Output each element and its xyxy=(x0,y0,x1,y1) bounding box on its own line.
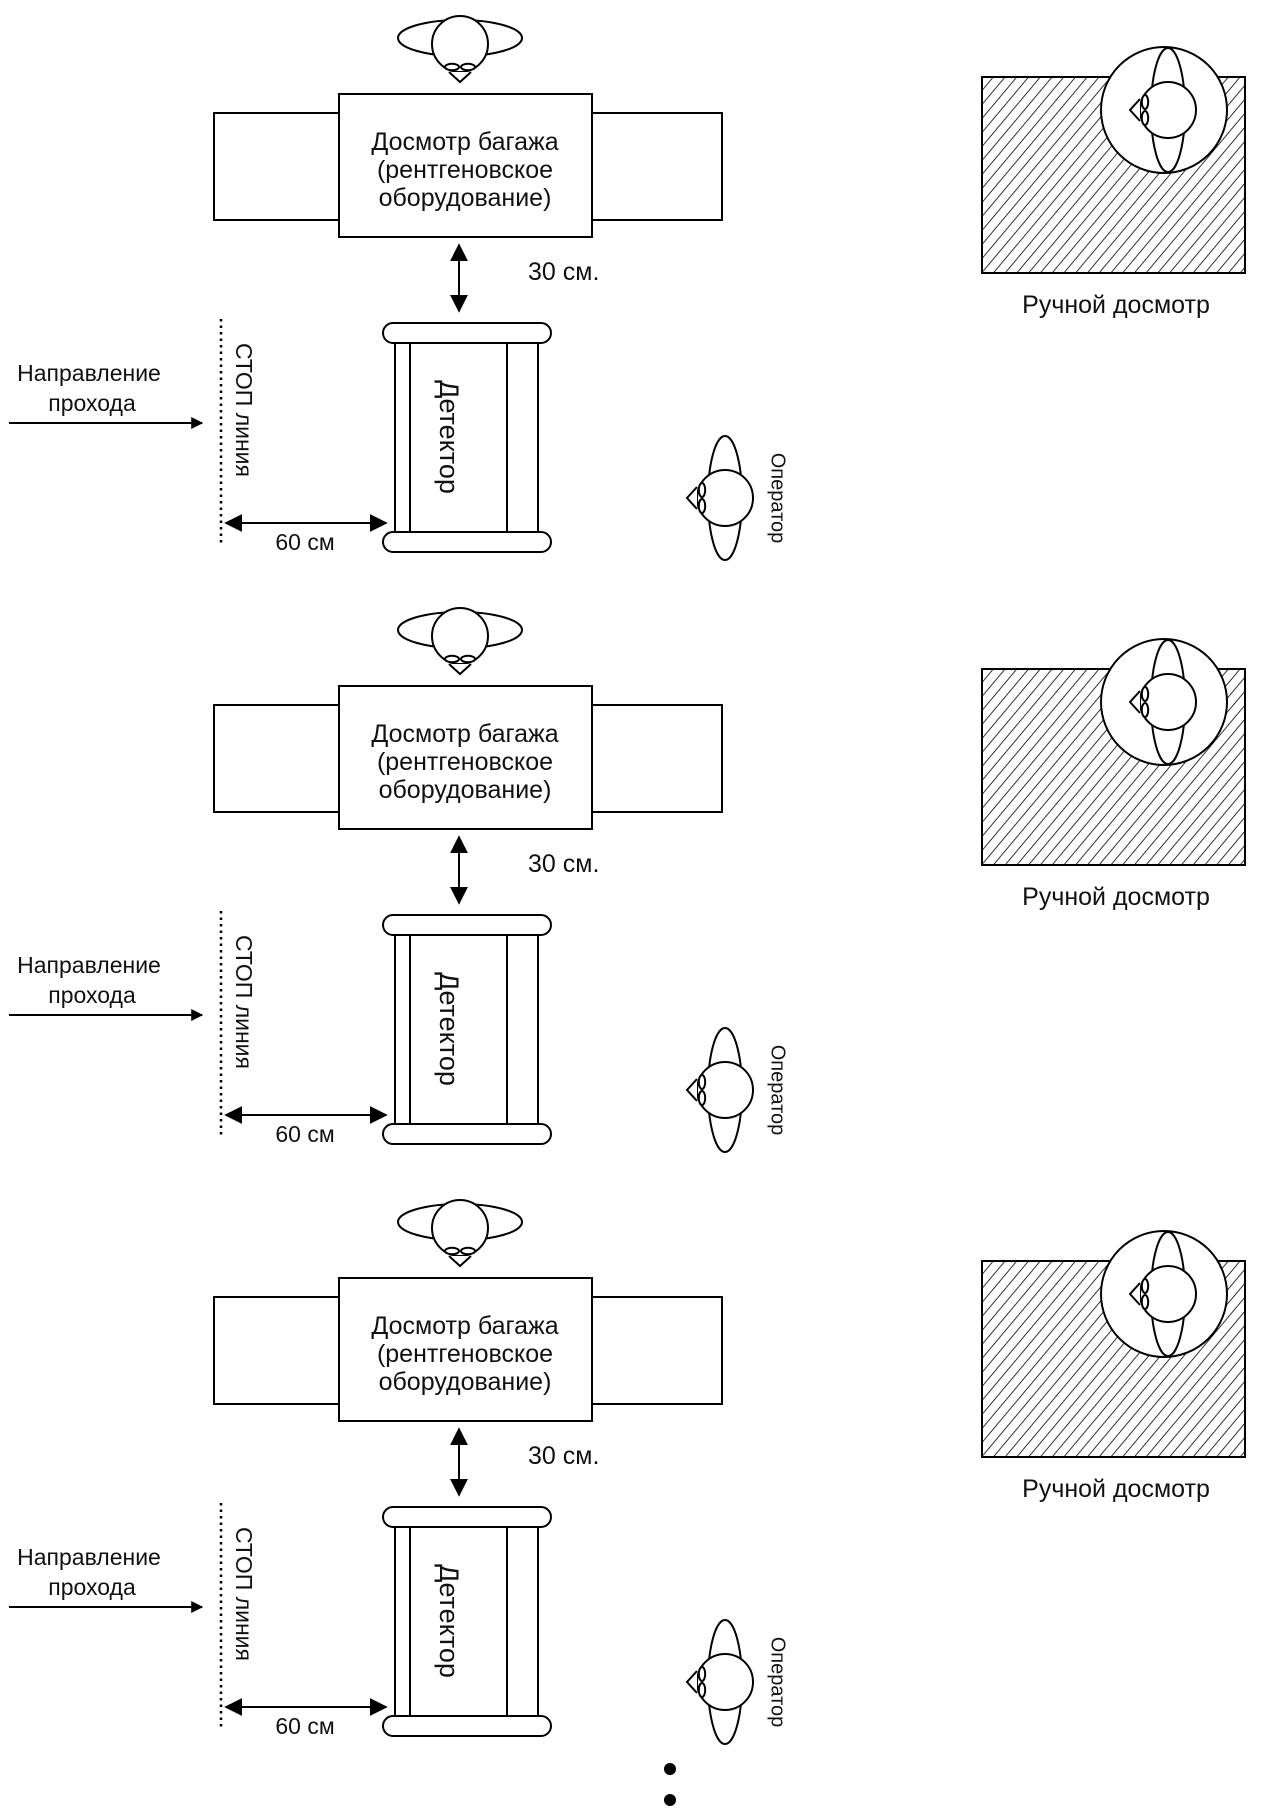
xray-box xyxy=(338,93,593,238)
distance-30-label: 30 см. xyxy=(528,258,599,286)
detector-pillar-right xyxy=(506,342,539,533)
direction-label-line2: прохода xyxy=(48,390,136,416)
detector-bottom-bar xyxy=(382,1123,552,1145)
xray-label-line2: (рентгеновское xyxy=(377,156,553,184)
detector-label: Детектор xyxy=(434,1564,464,1678)
baggage-operator-icon xyxy=(397,607,523,675)
operator-label: Оператор xyxy=(767,453,789,544)
direction-label-line1: Направление xyxy=(17,1544,161,1570)
detector-pillar-left xyxy=(394,342,411,533)
manual-inspection-label: Ручной досмотр xyxy=(1022,883,1210,911)
distance-30-label: 30 см. xyxy=(528,1442,599,1470)
detector-pillar-right xyxy=(506,934,539,1125)
xray-label-line3: оборудование) xyxy=(379,184,552,212)
conveyor-left xyxy=(213,704,340,813)
lane-2: Досмотр багажа (рентгеновское оборудован… xyxy=(9,607,1246,1153)
xray-label-line1: Досмотр багажа xyxy=(371,720,558,748)
conveyor-right xyxy=(591,1296,723,1405)
operator-label: Оператор xyxy=(767,1045,789,1136)
baggage-operator-icon xyxy=(397,1199,523,1267)
detector-top-bar xyxy=(382,322,552,344)
stop-line-label: СТОП линия xyxy=(231,343,257,477)
distance-30-label: 30 см. xyxy=(528,850,599,878)
stop-line-label: СТОП линия xyxy=(231,935,257,1069)
operator-icon xyxy=(686,1619,754,1745)
operator-icon xyxy=(686,435,754,561)
direction-label-line2: прохода xyxy=(48,982,136,1008)
conveyor-right xyxy=(591,112,723,221)
detector-bottom-bar xyxy=(382,531,552,553)
xray-label-line2: (рентгеновское xyxy=(377,748,553,776)
detector-pillar-left xyxy=(394,934,411,1125)
continuation-dot xyxy=(664,1794,676,1806)
manual-inspection-label: Ручной досмотр xyxy=(1022,1475,1210,1503)
direction-label-line2: прохода xyxy=(48,1574,136,1600)
distance-60-label: 60 см xyxy=(275,1713,334,1739)
direction-label-line1: Направление xyxy=(17,952,161,978)
detector-pillar-left xyxy=(394,1526,411,1717)
detector-top-bar xyxy=(382,914,552,936)
xray-box xyxy=(338,1277,593,1422)
xray-box xyxy=(338,685,593,830)
detector-pillar-right xyxy=(506,1526,539,1717)
xray-label-line2: (рентгеновское xyxy=(377,1340,553,1368)
xray-label-line1: Досмотр багажа xyxy=(371,128,558,156)
xray-label-line1: Досмотр багажа xyxy=(371,1312,558,1340)
detector-bottom-bar xyxy=(382,1715,552,1737)
lane-3: Досмотр багажа (рентгеновское оборудован… xyxy=(9,1199,1246,1745)
detector-top-bar xyxy=(382,1506,552,1528)
baggage-operator-icon xyxy=(397,15,523,83)
operator-icon xyxy=(686,1027,754,1153)
distance-60-label: 60 см xyxy=(275,1121,334,1147)
conveyor-left xyxy=(213,1296,340,1405)
direction-label-line1: Направление xyxy=(17,360,161,386)
stop-line-label: СТОП линия xyxy=(231,1527,257,1661)
xray-label-line3: оборудование) xyxy=(379,1368,552,1396)
xray-label-line3: оборудование) xyxy=(379,776,552,804)
detector-label: Детектор xyxy=(434,972,464,1086)
operator-label: Оператор xyxy=(767,1637,789,1728)
lane-1: Досмотр багажа (рентгеновское оборудован… xyxy=(9,15,1246,561)
conveyor-right xyxy=(591,704,723,813)
continuation-dot xyxy=(664,1763,676,1775)
conveyor-left xyxy=(213,112,340,221)
manual-inspection-label: Ручной досмотр xyxy=(1022,291,1210,319)
detector-label: Детектор xyxy=(434,380,464,494)
distance-60-label: 60 см xyxy=(275,529,334,555)
